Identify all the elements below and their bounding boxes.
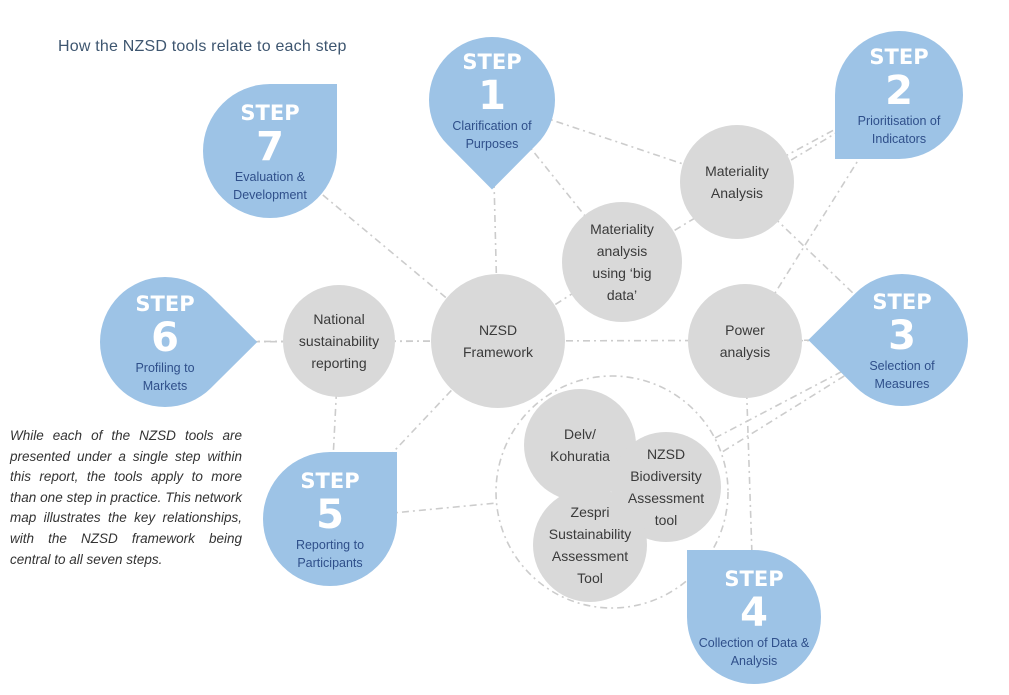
tool-node-label: Zespri [571, 504, 610, 520]
step-badge-shape [808, 274, 968, 406]
step-word: STEP [300, 469, 359, 493]
step-caption: Development [233, 188, 307, 202]
tool-node-circle [524, 389, 636, 501]
tool-node-circle [680, 125, 794, 239]
diagram-title: How the NZSD tools relate to each step [58, 38, 347, 55]
tool-node-label: Materiality [590, 221, 654, 237]
tool-node-label: Power [725, 322, 765, 338]
tool-node-power: Power analysis [688, 284, 802, 398]
tool-node-label: data’ [607, 287, 637, 303]
step-badge-shape [835, 31, 963, 159]
tool-node-circle [431, 274, 565, 408]
tool-node-label: Kohuratia [550, 448, 610, 464]
step-caption: Evaluation & [235, 170, 306, 184]
step-number: 2 [885, 68, 913, 114]
tool-node-label: Assessment [628, 490, 704, 506]
tool-node-delv: Delv/Kohuratia [524, 389, 636, 501]
tool-node-framework: NZSD Framework [431, 274, 565, 408]
tool-node-label: Analysis [711, 185, 763, 201]
tool-node-label: Assessment [552, 548, 628, 564]
tool-node-label: Biodiversity [630, 468, 702, 484]
step-number: 7 [256, 124, 284, 170]
tool-node-label: Delv/ [564, 426, 596, 442]
step-word: STEP [462, 50, 521, 74]
step-caption: Participants [297, 556, 362, 570]
step-word: STEP [240, 101, 299, 125]
step-badge-shape [429, 37, 555, 190]
step-number: 1 [478, 73, 506, 119]
explanatory-note: While each of the NZSD tools are present… [10, 428, 242, 567]
step-badge-shape [263, 452, 397, 586]
tool-node-label: sustainability [299, 333, 379, 349]
step-caption: Reporting to [296, 538, 364, 552]
step-word: STEP [872, 290, 931, 314]
step-badge-shape [687, 550, 821, 684]
tool-node-label: NZSD [479, 322, 517, 338]
tool-node-circle [533, 488, 647, 602]
tool-node-label: Sustainability [549, 526, 632, 542]
tool-node-national: National sustainability reporting [283, 285, 395, 397]
step-word: STEP [135, 292, 194, 316]
tools-layer: NZSD Framework National sustainability repor… [283, 125, 802, 602]
link-ring-step5 [329, 491, 613, 520]
tool-node-label: Tool [577, 570, 603, 586]
link-framework-step7 [269, 150, 499, 342]
tool-node-label: analysis [720, 344, 771, 360]
tool-node-label: using ‘big [592, 265, 651, 281]
step-number: 4 [740, 590, 768, 636]
step-badge-shape [99, 276, 258, 407]
step-caption: Analysis [731, 654, 778, 668]
tool-node-circle [283, 285, 395, 397]
step-badge-shape [203, 84, 337, 218]
tool-node-circle [688, 284, 802, 398]
step-caption: Indicators [872, 132, 926, 146]
tool-node-circle [611, 432, 721, 542]
tool-node-label: NZSD [647, 446, 685, 462]
step-caption: Selection of [869, 359, 935, 373]
step-caption: Collection of Data & [699, 636, 810, 650]
step-word: STEP [724, 567, 783, 591]
tool-node-label: Materiality [705, 163, 769, 179]
tool-node-circle [562, 202, 682, 322]
step-number: 5 [316, 492, 344, 538]
step-caption: Clarification of [452, 119, 532, 133]
step-number: 6 [151, 315, 179, 361]
tool-node-label: tool [655, 512, 678, 528]
tool-node-label: National [313, 311, 364, 327]
step-caption: Measures [875, 377, 930, 391]
tool-node-bigdata: Materiality analysis using ‘big data’ [562, 202, 682, 322]
tool-node-label: analysis [597, 243, 648, 259]
step-caption: Markets [143, 379, 187, 393]
tool-node-label: Framework [463, 344, 534, 360]
step-caption: Profiling to [135, 361, 194, 375]
step-caption: Purposes [466, 137, 519, 151]
tool-node-label: reporting [311, 355, 366, 371]
step-caption: Prioritisation of [858, 114, 941, 128]
step-number: 3 [888, 313, 916, 359]
step-word: STEP [869, 45, 928, 69]
